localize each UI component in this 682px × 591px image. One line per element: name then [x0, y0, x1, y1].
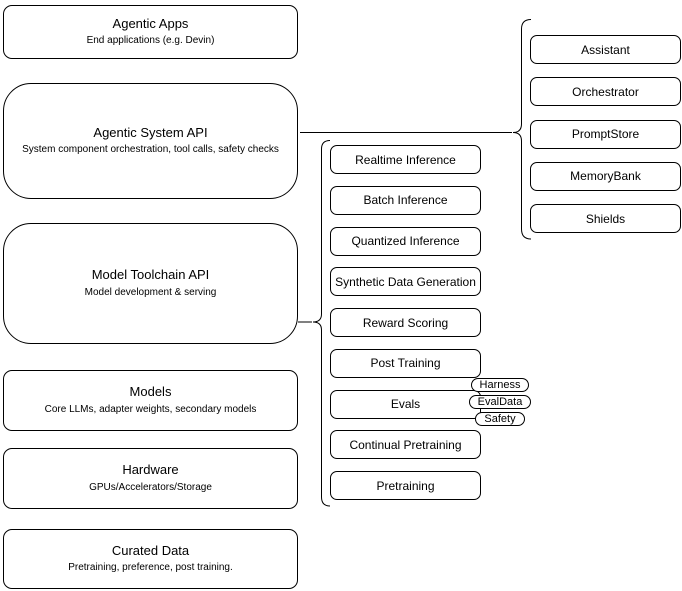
system-component-box: Assistant [530, 35, 681, 64]
toolchain-service-box: Evals [330, 389, 481, 419]
layer-subtitle: Core LLMs, adapter weights, secondary mo… [44, 403, 257, 415]
toolchain-bracket [312, 140, 331, 507]
system-component-box: Orchestrator [530, 77, 681, 107]
layer-subtitle: System component orchestration, tool cal… [22, 144, 279, 156]
toolchain-service-box: Continual Pretraining [330, 430, 481, 460]
system-component-label: PromptStore [571, 127, 640, 142]
eval-tag-oval: Safety [475, 412, 525, 426]
system-component-box: MemoryBank [530, 161, 681, 191]
eval-tag-label: Harness [479, 378, 521, 391]
layer-subtitle: Model development & serving [84, 286, 217, 298]
layer-subtitle: GPUs/Accelerators/Storage [89, 481, 212, 493]
system-component-label: Shields [585, 211, 626, 226]
agentic-apps-box: Agentic Apps End applications (e.g. Devi… [3, 5, 298, 59]
eval-tag-oval: EvalData [468, 395, 532, 409]
system-component-label: MemoryBank [570, 169, 641, 184]
toolchain-service-label: Evals [390, 397, 421, 411]
layer-title: Models [129, 384, 172, 400]
toolchain-service-label: Continual Pretraining [349, 437, 462, 452]
layer-title: Hardware [122, 462, 179, 478]
model-toolchain-api-box: Model Toolchain API Model development & … [3, 223, 298, 344]
toolchain-service-box: Post Training [330, 348, 481, 378]
toolchain-service-box: Synthetic Data Generation [330, 267, 481, 297]
eval-tag-label: Safety [484, 412, 516, 425]
system-component-box: PromptStore [530, 119, 681, 149]
toolchain-services-list: Realtime Inference Batch Inference Quant… [330, 145, 481, 500]
toolchain-service-label: Quantized Inference [351, 234, 460, 248]
system-component-box: Shields [530, 204, 681, 234]
layer-subtitle: Pretraining, preference, post training. [68, 562, 233, 574]
toolchain-service-label: Pretraining [376, 478, 435, 493]
toolchain-service-label: Batch Inference [363, 193, 448, 208]
system-components-list: Assistant Orchestrator PromptStore Memor… [530, 35, 681, 234]
toolchain-service-label: Reward Scoring [362, 315, 449, 330]
toolchain-service-box: Batch Inference [330, 185, 481, 215]
toolchain-service-box: Pretraining [330, 471, 481, 500]
system-components-bracket [512, 19, 532, 240]
system-component-label: Assistant [581, 42, 630, 57]
eval-tag-oval: Harness [470, 378, 530, 392]
toolchain-service-box: Quantized Inference [330, 226, 481, 256]
layer-title: Agentic Apps [112, 15, 189, 31]
evals-tags-group: Harness EvalData Safety [464, 378, 536, 426]
layer-title: Model Toolchain API [91, 267, 210, 283]
toolchain-service-label: Synthetic Data Generation [335, 274, 476, 289]
toolchain-service-label: Realtime Inference [355, 152, 456, 167]
toolchain-service-box: Reward Scoring [330, 308, 481, 337]
system-component-label: Orchestrator [572, 84, 639, 99]
layer-title: Agentic System API [93, 124, 208, 140]
layer-subtitle: End applications (e.g. Devin) [86, 35, 215, 47]
toolchain-service-box: Realtime Inference [330, 145, 481, 174]
curated-data-box: Curated Data Pretraining, preference, po… [3, 529, 298, 589]
models-box: Models Core LLMs, adapter weights, secon… [3, 370, 298, 431]
toolchain-service-label: Post Training [370, 356, 441, 371]
hardware-box: Hardware GPUs/Accelerators/Storage [3, 448, 298, 509]
eval-tag-label: EvalData [477, 395, 523, 408]
agentic-system-api-box: Agentic System API System component orch… [3, 83, 298, 199]
layer-title: Curated Data [111, 542, 190, 558]
